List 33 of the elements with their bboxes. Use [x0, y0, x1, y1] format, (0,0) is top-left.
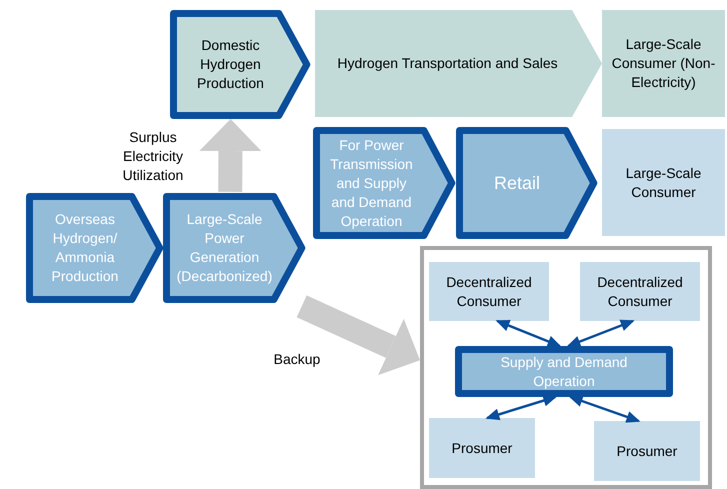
- node-label: Overseas Hydrogen/ Ammonia Production: [50, 210, 120, 286]
- double-arrow: [485, 394, 558, 420]
- node-label: For Power Transmission and Supply and Demand Operation: [329, 136, 414, 230]
- node-label: Decentralized Consumer: [445, 272, 533, 310]
- process-box: [580, 262, 700, 321]
- chevron-step: [315, 10, 602, 117]
- node-label: Decentralized Consumer: [596, 272, 684, 310]
- chevron-step: [456, 127, 598, 239]
- node-label: Prosumer: [616, 442, 678, 460]
- block-arrow: [199, 119, 262, 192]
- node-label: Supply and Demand Operation: [500, 352, 628, 390]
- process-box: [455, 346, 673, 397]
- node-label: Large-Scale Power Generation (Decarbonized): [176, 210, 274, 286]
- double-arrow: [566, 320, 635, 348]
- process-box: [429, 262, 549, 321]
- node-label: Domestic Hydrogen Production: [196, 36, 265, 93]
- node-label: Retail: [494, 174, 540, 192]
- process-box: [429, 418, 535, 478]
- chevron-step: [170, 10, 311, 119]
- double-arrow: [496, 320, 562, 348]
- process-box: [594, 421, 700, 481]
- block-arrow: [296, 295, 420, 376]
- chevron-step: [163, 193, 306, 303]
- double-arrow: [568, 395, 640, 423]
- node-label: Large-Scale Consumer: [624, 164, 702, 202]
- node-label: Hydrogen Transportation and Sales: [337, 54, 558, 73]
- chevron-step: [313, 127, 456, 239]
- process-box: [602, 129, 725, 236]
- group-frame: [420, 246, 712, 489]
- chevron-step: [26, 193, 164, 303]
- process-box: [602, 10, 725, 117]
- node-label: Prosumer: [452, 438, 512, 458]
- node-label: Large-Scale Consumer (Non-Electricity): [610, 35, 716, 92]
